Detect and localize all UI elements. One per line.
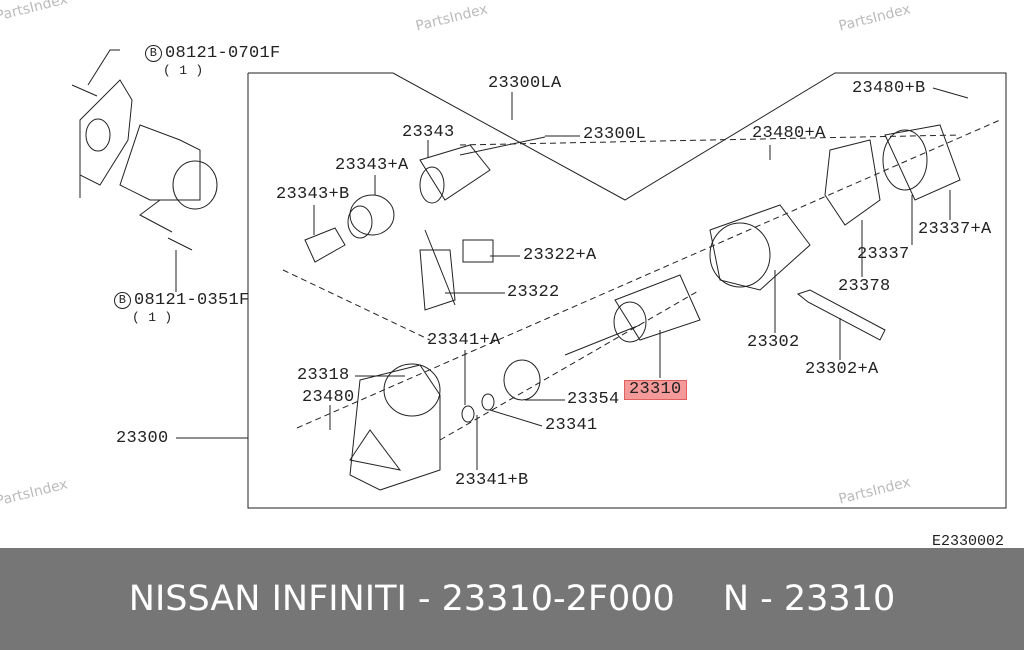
callout-23310-highlighted[interactable]: 23310 bbox=[624, 380, 687, 400]
callout-23343-A[interactable]: 23343+A bbox=[335, 156, 409, 175]
callout-23480[interactable]: 23480 bbox=[302, 388, 355, 407]
b-marker-icon: B bbox=[114, 292, 131, 309]
callout-23341[interactable]: 23341 bbox=[545, 416, 598, 435]
callout-23354[interactable]: 23354 bbox=[567, 390, 620, 409]
quantity: ( 1 ) bbox=[132, 310, 173, 325]
footer-ref: N - 23310 bbox=[722, 579, 896, 619]
footer-banner: NISSAN INFINITI - 23310-2F000 N - 23310 bbox=[0, 548, 1024, 650]
b-marker-icon: B bbox=[145, 45, 162, 62]
callout-23341-A[interactable]: 23341+A bbox=[427, 331, 501, 350]
callout-23322-A[interactable]: 23322+A bbox=[523, 246, 597, 265]
callout-23343[interactable]: 23343 bbox=[402, 123, 455, 142]
mounted-starter bbox=[71, 49, 218, 292]
callout-23337[interactable]: 23337 bbox=[857, 245, 910, 264]
callout-23337-A[interactable]: 23337+A bbox=[918, 220, 992, 239]
callout-23341-B[interactable]: 23341+B bbox=[455, 471, 529, 490]
callout-23480-A[interactable]: 23480+A bbox=[752, 124, 826, 143]
callout-23300L[interactable]: 23300L bbox=[583, 125, 647, 144]
callout-23378[interactable]: 23378 bbox=[838, 277, 891, 296]
quantity: ( 1 ) bbox=[163, 63, 204, 78]
leader-lines bbox=[313, 87, 969, 470]
callout-23318[interactable]: 23318 bbox=[297, 366, 350, 385]
callout-23480-B[interactable]: 23480+B bbox=[852, 79, 926, 98]
callout-23343-B[interactable]: 23343+B bbox=[276, 185, 350, 204]
diagram-code: E2330002 bbox=[932, 533, 1005, 550]
footer-title: NISSAN INFINITI - 23310-2F000 bbox=[128, 579, 675, 619]
frame-outline bbox=[176, 72, 1007, 509]
part-number: 08121-0351F bbox=[134, 291, 250, 310]
callout-23300[interactable]: 23300 bbox=[116, 429, 169, 448]
callout-23300LA[interactable]: 23300LA bbox=[488, 74, 562, 93]
part-number: 08121-0701F bbox=[165, 44, 281, 63]
callout-23302[interactable]: 23302 bbox=[747, 333, 800, 352]
drive-and-housing bbox=[296, 119, 1001, 491]
exploded-view-drawing bbox=[71, 49, 1007, 509]
callout-23322[interactable]: 23322 bbox=[507, 283, 560, 302]
callout-23302-A[interactable]: 23302+A bbox=[805, 360, 879, 379]
